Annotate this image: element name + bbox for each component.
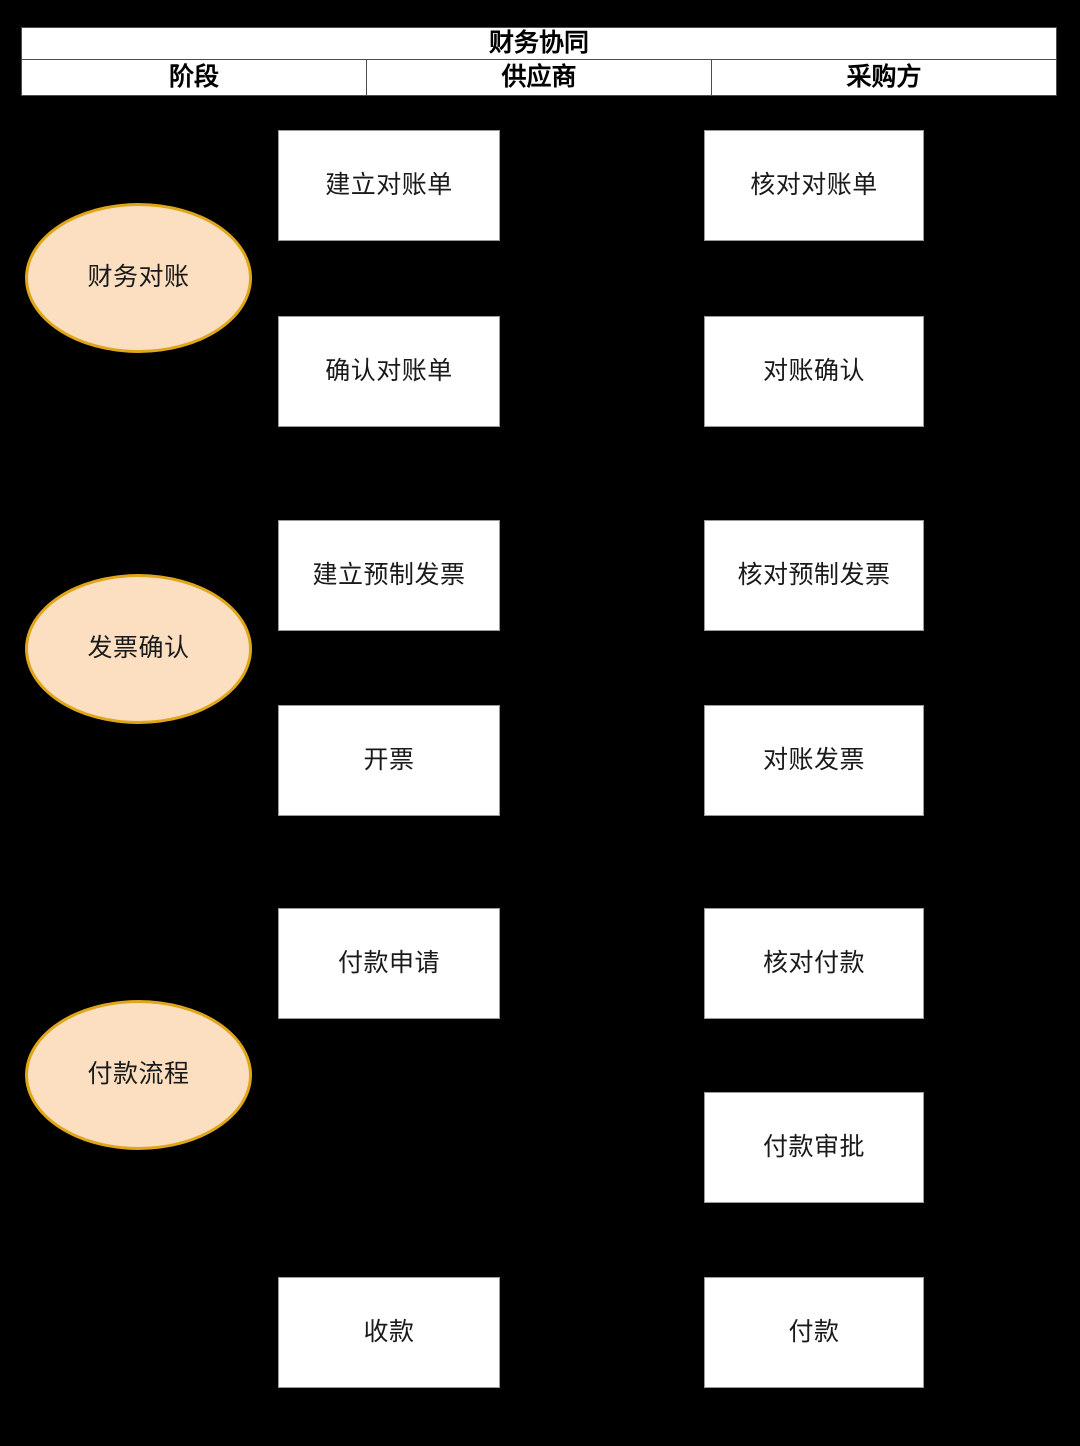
supplier-node-issue-invoice[interactable]: 开票 (278, 705, 500, 816)
supplier-node-create-statement[interactable]: 建立对账单 (278, 130, 500, 241)
buyer-node-statement-confirmation[interactable]: 对账确认 (704, 316, 924, 427)
header-column-row: 阶段 供应商 采购方 (21, 59, 1057, 96)
page-title: 财务协同 (21, 27, 1057, 60)
buyer-node-check-payment[interactable]: 核对付款 (704, 908, 924, 1019)
stage-ellipse-reconciliation[interactable]: 财务对账 (25, 203, 252, 353)
column-header-buyer: 采购方 (711, 59, 1057, 96)
supplier-node-confirm-statement[interactable]: 确认对账单 (278, 316, 500, 427)
supplier-node-create-prepayment-invoice[interactable]: 建立预制发票 (278, 520, 500, 631)
header-title-row: 财务协同 (21, 27, 1057, 60)
buyer-node-check-statement[interactable]: 核对对账单 (704, 130, 924, 241)
buyer-node-reconcile-invoice[interactable]: 对账发票 (704, 705, 924, 816)
stage-ellipse-invoice-confirmation[interactable]: 发票确认 (25, 574, 252, 724)
buyer-node-payment-approval[interactable]: 付款审批 (704, 1092, 924, 1203)
supplier-node-payment-request[interactable]: 付款申请 (278, 908, 500, 1019)
buyer-node-check-prepayment-invoice[interactable]: 核对预制发票 (704, 520, 924, 631)
column-header-supplier: 供应商 (366, 59, 712, 96)
stage-ellipse-payment-process[interactable]: 付款流程 (25, 1000, 252, 1150)
header-table: 财务协同 阶段 供应商 采购方 (21, 27, 1057, 96)
column-header-stage: 阶段 (21, 59, 367, 96)
buyer-node-make-payment[interactable]: 付款 (704, 1277, 924, 1388)
supplier-node-receive-payment[interactable]: 收款 (278, 1277, 500, 1388)
